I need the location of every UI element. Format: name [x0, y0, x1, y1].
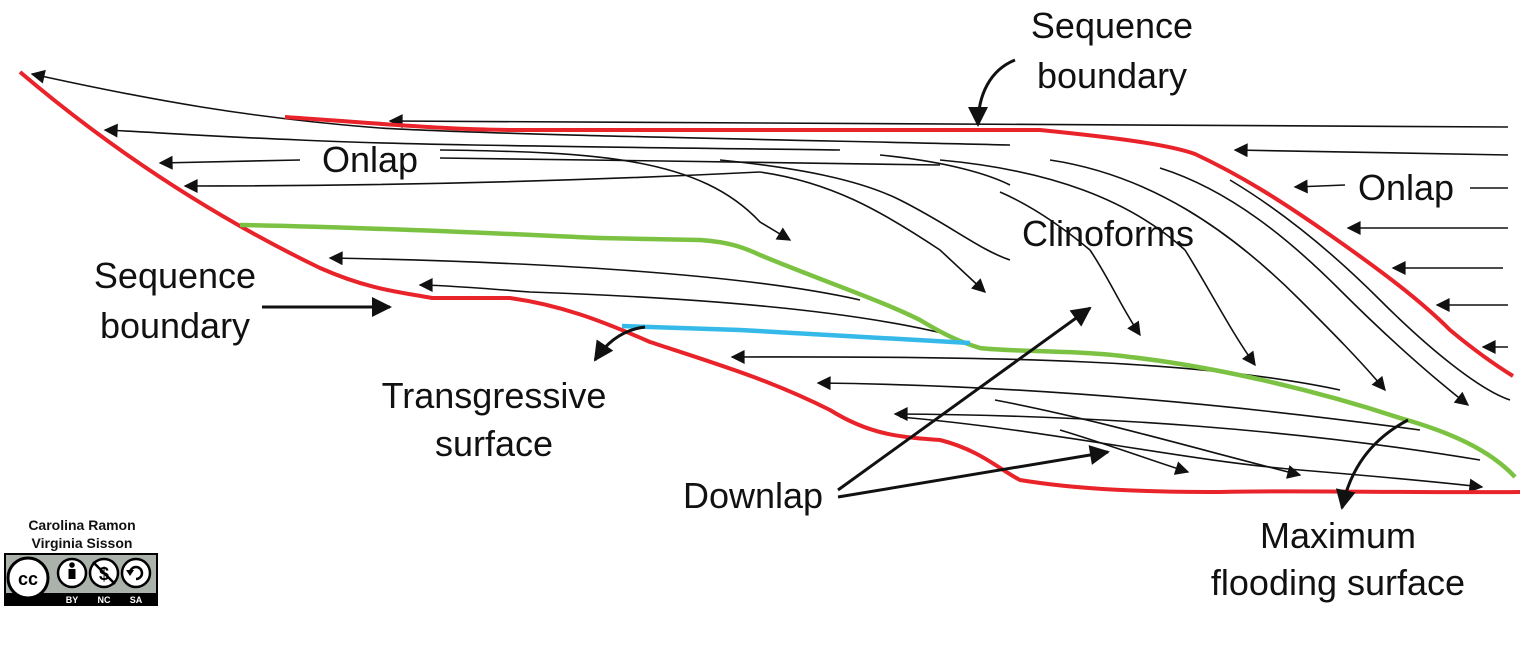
- lower-sequence-boundary: [18, 70, 1521, 495]
- lower-strata: [328, 251, 1484, 493]
- stratum-line: [1233, 143, 1509, 158]
- downlap-pointer-upper: [837, 306, 1092, 492]
- clinoform-line: [719, 159, 1011, 261]
- clinoform-line: [999, 191, 1091, 251]
- stratum-line: [730, 349, 1341, 391]
- label-maximum-flooding-surface: Maximum flooding surface: [1211, 515, 1465, 603]
- stratum-line: [439, 157, 941, 166]
- clinoform-line: [1049, 159, 1386, 392]
- stratum-line: [816, 376, 1421, 431]
- clinoforms: [439, 149, 1511, 406]
- by-label: BY: [66, 595, 79, 605]
- by-icon: [56, 557, 88, 589]
- label-line: Transgressive: [382, 375, 607, 416]
- label-line: Maximum: [1260, 515, 1416, 556]
- cc-icon: cc: [6, 556, 50, 600]
- stratum-line: [30, 69, 1011, 146]
- maximum-flooding-surface-pointer: [1335, 418, 1409, 510]
- label-line: boundary: [100, 305, 250, 346]
- transgressive-surface-pointer: [593, 325, 646, 362]
- nc-label: NC: [98, 595, 111, 605]
- label-sequence-boundary-top: Sequence boundary: [1031, 5, 1193, 96]
- maximum-flooding-surface: [239, 222, 1517, 479]
- label-line: boundary: [1037, 55, 1187, 96]
- credit-author-2: Virginia Sisson: [32, 535, 133, 551]
- stratum-line: [328, 251, 861, 301]
- stratum-line: [418, 278, 951, 336]
- clinoform-line: [759, 171, 987, 293]
- stratum-line: [893, 407, 1481, 461]
- label-line: surface: [435, 423, 553, 464]
- clinoform-line: [1184, 249, 1256, 367]
- clinoform-line: [939, 159, 1186, 251]
- clinoform-line: [879, 154, 1011, 186]
- label-downlap: Downlap: [683, 475, 823, 516]
- stratum-line: [388, 114, 1509, 129]
- clinoform-line: [439, 149, 792, 241]
- stratum-line: [994, 399, 1302, 479]
- sequence-boundary-top-pointer: [968, 58, 1016, 127]
- upper-onlap-strata: [30, 69, 1011, 193]
- sa-label: SA: [130, 595, 143, 605]
- sa-icon: [120, 557, 152, 589]
- label-onlap-left: Onlap: [322, 139, 418, 180]
- label-line: flooding surface: [1211, 562, 1465, 603]
- credit-author-1: Carolina Ramon: [28, 517, 135, 533]
- clinoform-line: [1089, 249, 1141, 337]
- label-line: Sequence: [1031, 5, 1193, 46]
- stratum-line: [899, 416, 1484, 493]
- transgressive-surface: [621, 323, 971, 346]
- label-transgressive-surface: Transgressive surface: [382, 375, 607, 464]
- label-clinoforms: Clinoforms: [1022, 213, 1194, 254]
- label-sequence-boundary-left: Sequence boundary: [94, 255, 256, 346]
- clinoform-line: [1229, 179, 1511, 401]
- cc-icon-text: cc: [18, 569, 38, 589]
- upper-sequence-boundary: [284, 115, 1515, 378]
- label-onlap-right: Onlap: [1358, 167, 1454, 208]
- label-line: Sequence: [94, 255, 256, 296]
- cc-license-badge: cc $ BY NC SA: [4, 553, 158, 606]
- nc-icon: $: [88, 557, 120, 589]
- stratum-line: [183, 171, 761, 193]
- stratum-line: [1293, 179, 1346, 194]
- stratum-line: [103, 123, 841, 151]
- clinoform-line: [1159, 167, 1470, 406]
- downlap-pointer-lower: [837, 445, 1110, 499]
- stratum-line: [158, 155, 301, 170]
- stratum-line: [1059, 429, 1190, 475]
